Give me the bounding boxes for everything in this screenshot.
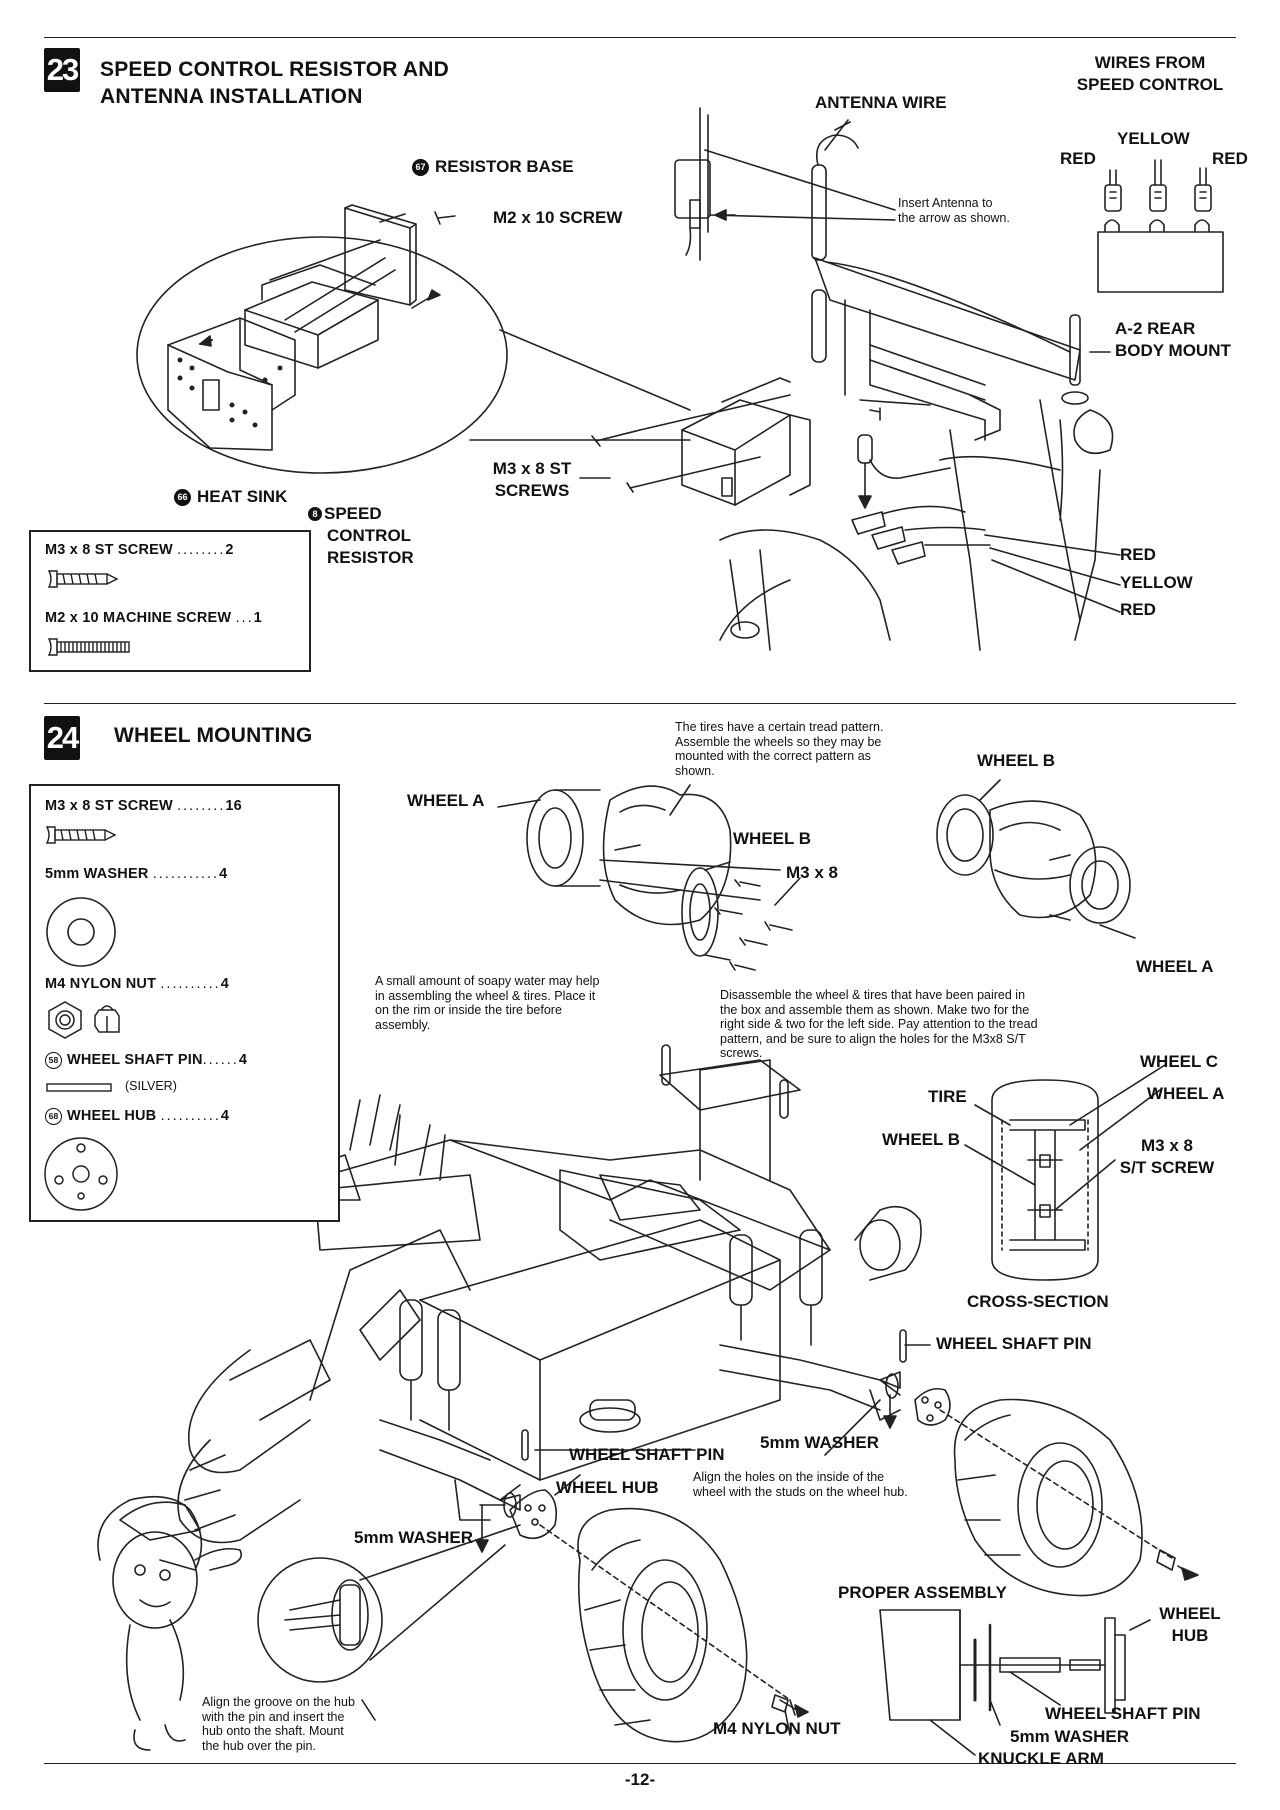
five-mm-washer-mid-label: 5mm WASHER	[760, 1433, 880, 1452]
proper-assembly-label: PROPER ASSEMBLY	[838, 1583, 1007, 1602]
part-number-badge: 67	[412, 159, 429, 176]
st-screw-icon	[45, 826, 117, 844]
wire-color-red-2: RED	[1120, 600, 1156, 619]
knuckle-arm-label: KNUCKLE ARM	[978, 1749, 1104, 1768]
step-24-title: WHEEL MOUNTING	[114, 724, 313, 747]
top-rule	[44, 37, 1236, 38]
wheel-hub-icon	[44, 1137, 118, 1211]
bottom-rule	[44, 1763, 1236, 1764]
five-mm-washer-pa-label: 5mm WASHER	[1010, 1727, 1130, 1746]
parts-row: 5mm WASHER ...........4	[45, 866, 228, 882]
wire-red-right-label: RED	[1212, 149, 1248, 168]
wheel-a-right-label: WHEEL A	[1136, 957, 1214, 976]
m3-screws-label: M3 x 8 ST SCREWS	[492, 459, 572, 500]
part-number-badge: 68	[45, 1108, 62, 1125]
wheel-hub-pa-label: WHEEL HUB	[1159, 1604, 1221, 1645]
page-number: -12-	[624, 1770, 656, 1789]
wheel-hub-label: WHEEL HUB	[556, 1478, 659, 1497]
antenna-wire-label: ANTENNA WIRE	[815, 93, 947, 112]
st-screw-icon	[47, 570, 119, 588]
step-23-title-line2: ANTENNA INSTALLATION	[100, 85, 363, 108]
wheel-shaft-pin-left-label: WHEEL SHAFT PIN	[569, 1445, 725, 1464]
wire-yellow-label: YELLOW	[1117, 129, 1190, 148]
antenna-note: Insert Antenna to the arrow as shown.	[898, 196, 1010, 225]
antenna-note-leader	[704, 149, 896, 211]
chassis-drawing	[177, 1044, 1199, 1743]
resistor-zoom-detail	[136, 204, 691, 474]
cross-section-diagram	[964, 1064, 1166, 1281]
rear-body-mount-label: A-2 REAR BODY MOUNT	[1115, 319, 1231, 360]
step-24-number: 24	[44, 716, 80, 760]
m3x8-label: M3 x 8	[786, 863, 838, 882]
part-number-badge: 8	[308, 507, 322, 521]
machine-screw-icon	[47, 638, 130, 656]
five-mm-washer-left-label: 5mm WASHER	[354, 1528, 474, 1547]
disassemble-note: Disassemble the wheel & tires that have …	[720, 988, 1038, 1060]
wires-from-speed-control-label: WIRES FROM SPEED CONTROL	[1076, 53, 1224, 94]
step-23-parts-list: M3 x 8 ST SCREW ........2 M2 x 10 MACHIN…	[29, 530, 311, 672]
parts-row: M3 x 8 ST SCREW ........2	[45, 542, 234, 558]
m2-screw-label: M2 x 10 SCREW	[493, 208, 623, 227]
wire-color-red-1: RED	[1120, 545, 1156, 564]
washer-icon	[46, 897, 116, 967]
wheel-a-label: WHEEL A	[407, 791, 485, 810]
section-divider	[44, 703, 1236, 704]
tire-label: TIRE	[928, 1087, 967, 1106]
tread-pattern-note: The tires have a certain tread pattern. …	[675, 720, 884, 778]
part-number-badge: 58	[45, 1052, 62, 1069]
step-23-number: 23	[44, 48, 80, 92]
parts-row: M3 x 8 ST SCREW ........16	[45, 798, 242, 814]
proper-assembly-diagram	[879, 1609, 1151, 1756]
wheel-shaft-pin-pa-label: WHEEL SHAFT PIN	[1045, 1704, 1201, 1723]
cross-section-label: CROSS-SECTION	[967, 1292, 1109, 1311]
silver-note: (SILVER)	[125, 1079, 177, 1093]
wire-red-left-label: RED	[1060, 149, 1096, 168]
step-24-parts-list: M3 x 8 ST SCREW ........16 5mm WASHER ..…	[29, 784, 340, 1222]
wheel-a-cs-label: WHEEL A	[1147, 1084, 1225, 1103]
wire-color-yellow: YELLOW	[1120, 573, 1193, 592]
parts-row: M2 x 10 MACHINE SCREW ...1	[45, 610, 262, 626]
wheel-assembly-detail	[526, 785, 1131, 971]
nylon-nut-icon	[48, 1001, 120, 1039]
shaft-pin-icon	[46, 1083, 112, 1092]
step-23-title-line1: SPEED CONTROL RESISTOR AND	[100, 58, 450, 81]
soapy-water-note: A small amount of soapy water may help i…	[375, 974, 600, 1032]
wheel-shaft-pin-right-label: WHEEL SHAFT PIN	[936, 1334, 1092, 1353]
wheel-b-cs-label: WHEEL B	[882, 1130, 961, 1149]
wheel-c-label: WHEEL C	[1140, 1052, 1219, 1071]
mascot-illustration	[97, 1495, 521, 1751]
wheel-b-right-label: WHEEL B	[977, 751, 1056, 770]
st-screw-cs-label: M3 x 8 S/T SCREW	[1119, 1136, 1215, 1177]
part-number-badge: 66	[174, 489, 191, 506]
m4-nylon-nut-label: M4 NYLON NUT	[713, 1719, 841, 1738]
align-holes-note: Align the holes on the inside of the whe…	[693, 1470, 908, 1499]
step-23-title: SPEED CONTROL RESISTOR AND ANTENNA INSTA…	[100, 56, 449, 110]
wheel-b-label: WHEEL B	[733, 829, 812, 848]
truck-rear-detail	[591, 107, 1224, 651]
align-groove-note: Align the groove on the hub with the pin…	[202, 1695, 355, 1753]
parts-row: M4 NYLON NUT ..........4	[45, 976, 229, 992]
